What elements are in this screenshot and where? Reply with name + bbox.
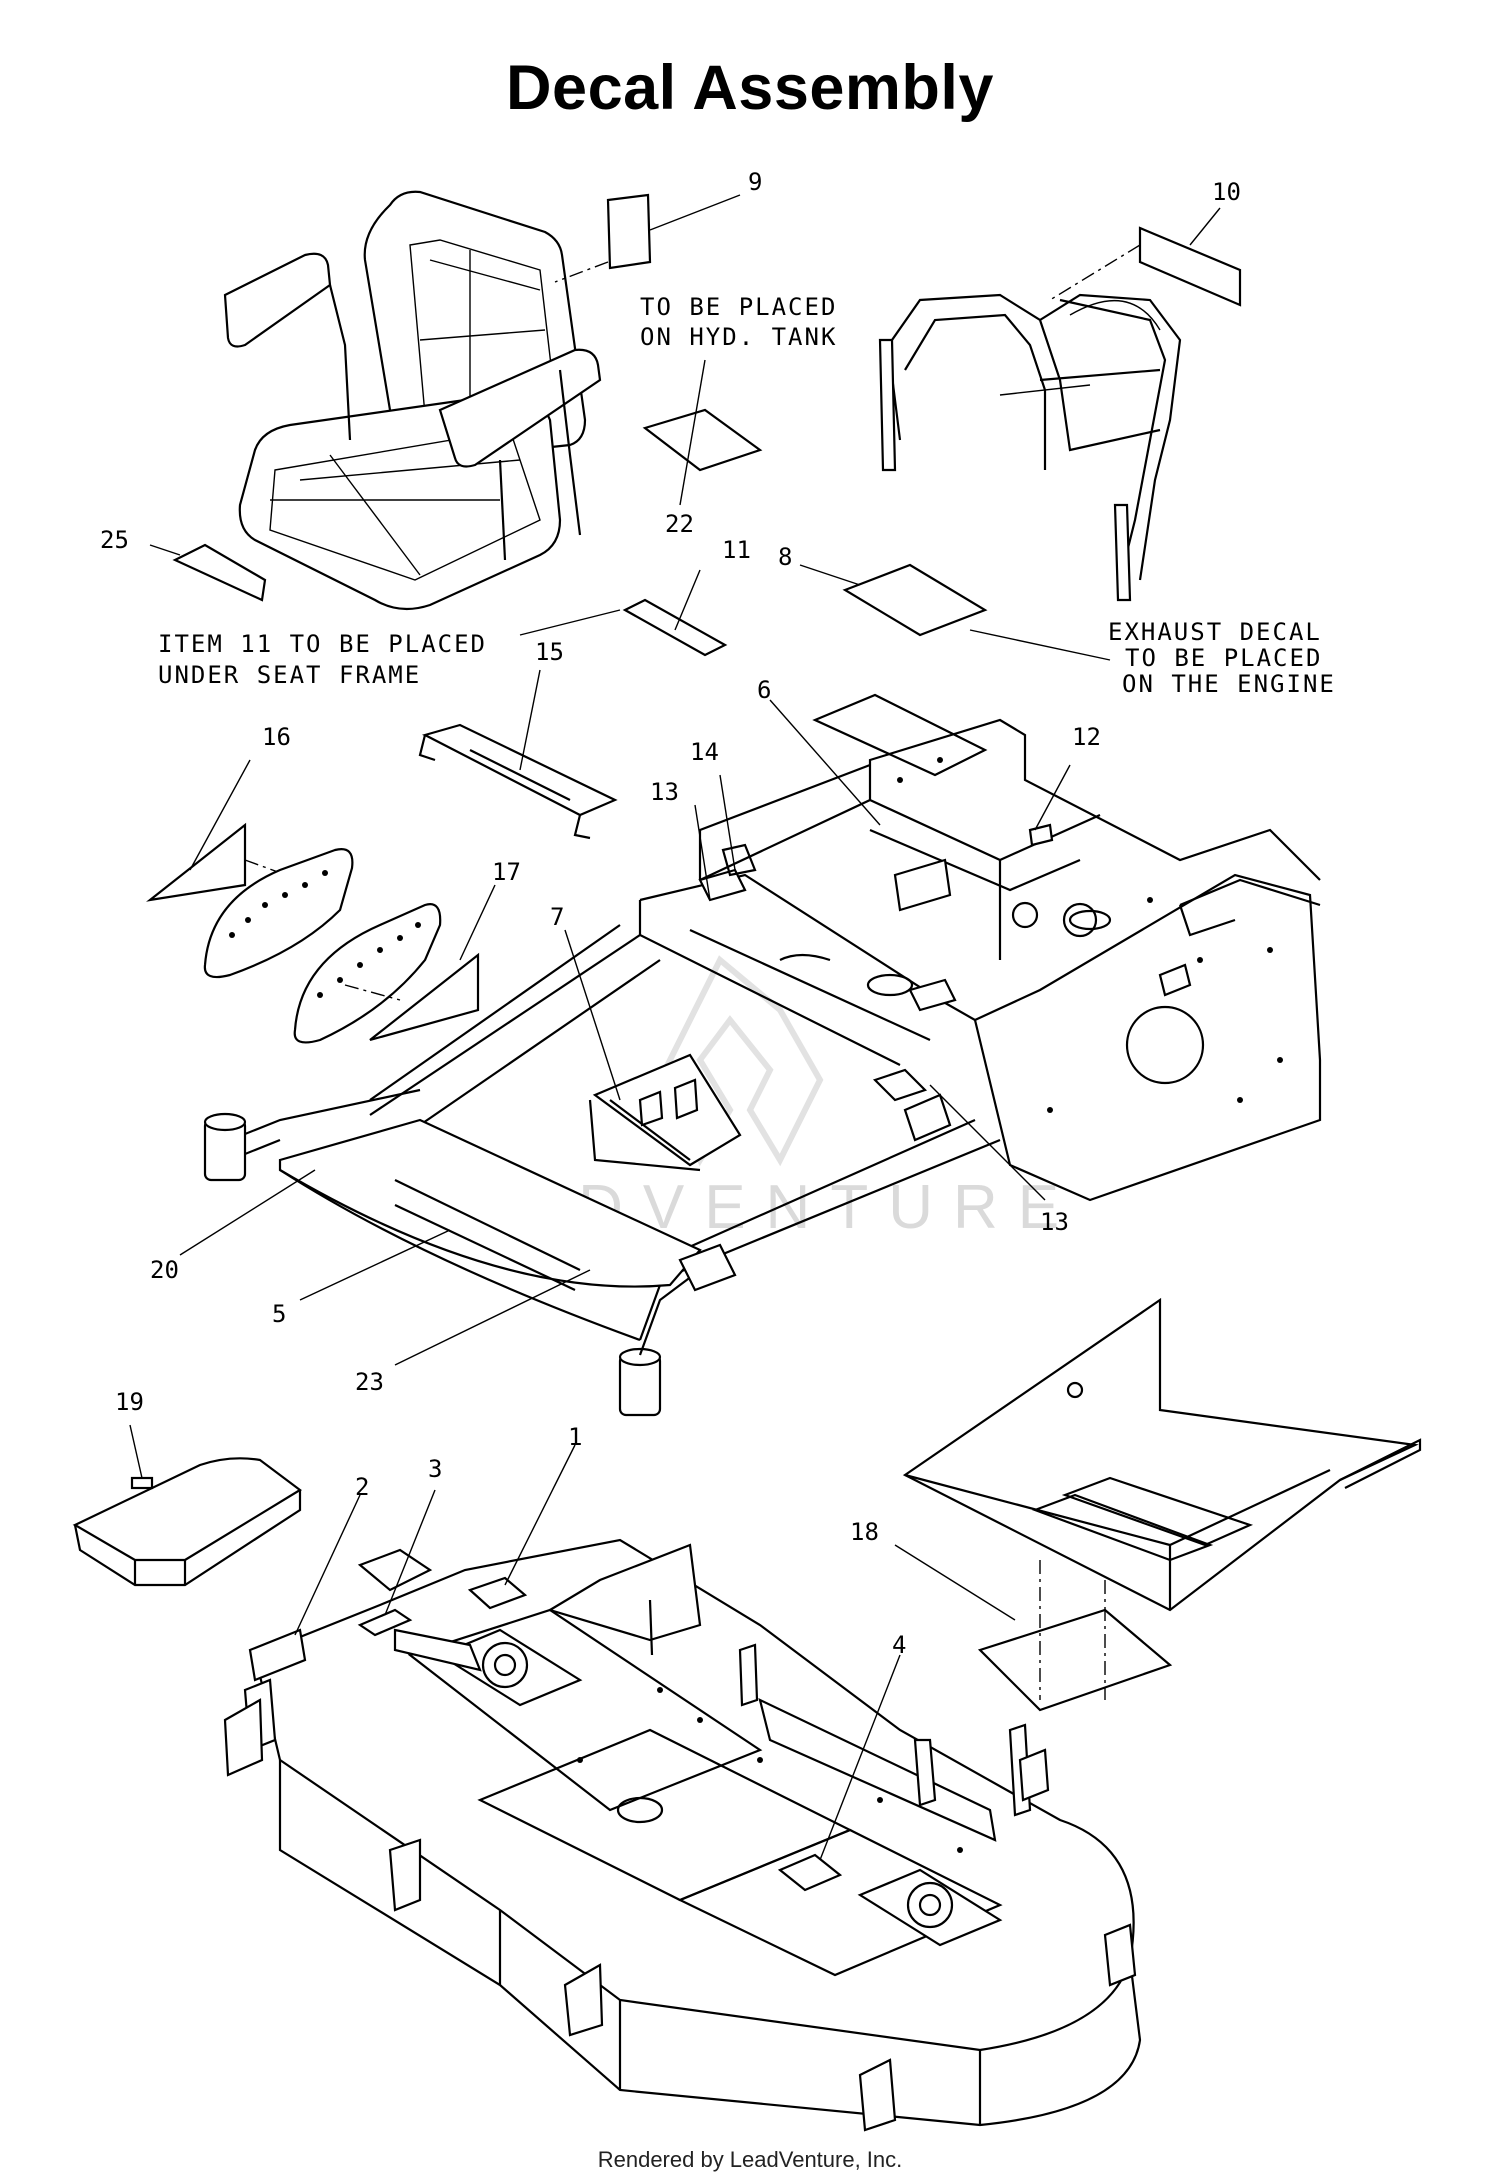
decal-10 [1049, 207, 1242, 307]
callout-1: 1 [568, 1423, 582, 1451]
callout-10: 10 [1212, 178, 1241, 206]
footer-credit: Rendered by LeadVenture, Inc. [597, 2147, 903, 2172]
callout-17: 17 [492, 858, 521, 886]
note-hyd-tank-2: ON HYD. TANK [640, 323, 837, 351]
side-panel-16 [146, 759, 354, 979]
side-panel-17 [293, 884, 496, 1044]
callout-23: 23 [355, 1368, 384, 1396]
note-exhaust-2: TO BE PLACED [1125, 644, 1322, 672]
callout-14: 14 [690, 738, 719, 766]
mower-deck [223, 1538, 1142, 2132]
callout-11: 11 [722, 536, 751, 564]
callout-13-right: 13 [1040, 1208, 1069, 1236]
callout-20: 20 [150, 1256, 179, 1284]
callout-6: 6 [757, 676, 771, 704]
callout-19: 19 [115, 1388, 144, 1416]
callout-13-left: 13 [650, 778, 679, 806]
callout-18: 18 [850, 1518, 879, 1546]
callout-2: 2 [355, 1473, 369, 1501]
bracket-15 [418, 669, 618, 840]
decal-9 [554, 193, 741, 283]
note-hyd-tank-1: TO BE PLACED [640, 293, 837, 321]
note-exhaust-3: ON THE ENGINE [1122, 670, 1336, 698]
callout-8: 8 [778, 543, 792, 571]
note-item11-1: ITEM 11 TO BE PLACED [158, 630, 487, 658]
main-frame [203, 693, 1322, 1417]
callout-7: 7 [550, 903, 564, 931]
seat-assembly [223, 190, 602, 611]
callout-16: 16 [262, 723, 291, 751]
decal-22 [642, 359, 763, 506]
note-item11-2: UNDER SEAT FRAME [158, 661, 421, 689]
frame-leaders [179, 699, 1071, 1366]
foot-plate-18 [894, 1297, 1422, 1712]
callout-22: 22 [665, 510, 694, 538]
callout-15: 15 [535, 638, 564, 666]
callout-12: 12 [1072, 723, 1101, 751]
callout-9: 9 [748, 168, 762, 196]
callout-4: 4 [892, 1631, 906, 1659]
decal-11 [519, 569, 728, 657]
callout-5: 5 [272, 1300, 286, 1328]
decal-8 [799, 563, 1111, 661]
decal-25 [149, 543, 267, 602]
callout-25: 25 [100, 526, 129, 554]
deck-leaders [294, 1444, 901, 1861]
callout-3: 3 [428, 1455, 442, 1483]
page-title: Decal Assembly [506, 53, 994, 123]
cover-19 [72, 1424, 302, 1587]
note-exhaust-1: EXHAUST DECAL [1108, 618, 1322, 646]
panel-holes [229, 870, 421, 998]
roll-bar [878, 293, 1182, 602]
